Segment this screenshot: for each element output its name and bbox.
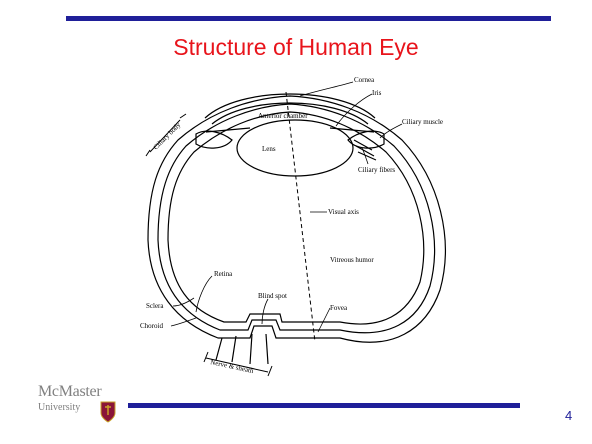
visual-axis bbox=[286, 92, 315, 342]
page-number: 4 bbox=[565, 408, 572, 423]
retina-outline bbox=[168, 112, 424, 324]
label-fovea: Fovea bbox=[330, 304, 348, 312]
mcmaster-logo: McMaster University bbox=[38, 383, 118, 429]
label-cornea: Cornea bbox=[354, 76, 375, 84]
label-sclera: Sclera bbox=[146, 302, 164, 310]
label-vitreous-humor: Vitreous humor bbox=[330, 256, 374, 264]
crest-icon bbox=[100, 401, 116, 423]
label-lens: Lens bbox=[262, 145, 276, 153]
lens bbox=[237, 120, 353, 176]
logo-name: McMaster bbox=[38, 383, 101, 401]
label-visual-axis: Visual axis bbox=[328, 208, 359, 216]
label-iris: Iris bbox=[372, 89, 382, 97]
label-choroid: Choroid bbox=[140, 322, 163, 330]
label-ciliary-muscle: Ciliary muscle bbox=[402, 118, 443, 126]
label-retina: Retina bbox=[214, 270, 233, 278]
logo-subtitle: University bbox=[38, 402, 80, 413]
sclera-outline bbox=[148, 96, 445, 342]
bottom-accent-bar bbox=[128, 403, 520, 408]
label-anterior-chamber: Anterior chamber bbox=[258, 112, 308, 120]
label-ciliary-fibers: Ciliary fibers bbox=[358, 166, 395, 174]
label-blind-spot: Blind spot bbox=[258, 292, 287, 300]
label-ciliary-body: Ciliary body bbox=[152, 121, 183, 152]
